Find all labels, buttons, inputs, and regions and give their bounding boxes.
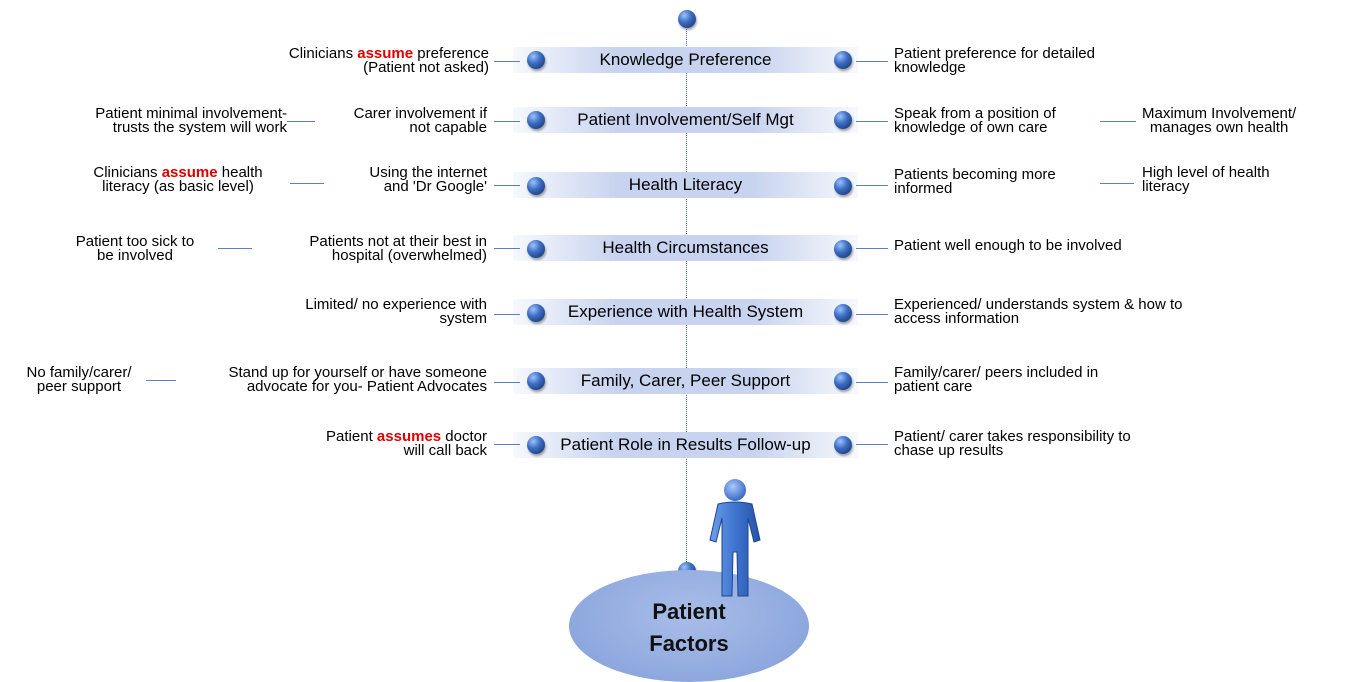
factor-label: Family, Carer, Peer Support	[580, 371, 791, 390]
left-node	[527, 111, 545, 129]
left-node	[527, 372, 545, 390]
left-node	[527, 51, 545, 69]
left-text-1: No family/carer/ peer support	[26, 364, 132, 395]
connector	[1100, 183, 1134, 184]
connector	[856, 314, 888, 315]
left-text-1: Clinicians assume preference (Patient no…	[288, 45, 489, 76]
left-text-1: Limited/ no experience with system	[305, 296, 487, 327]
right-text-1: Speak from a position of knowledge of ow…	[894, 105, 1056, 136]
center-axis-line	[686, 20, 687, 572]
connector	[290, 183, 324, 184]
factor-label: Patient Involvement/Self Mgt	[577, 110, 794, 129]
right-text-1: Family/carer/ peers included in patient …	[894, 364, 1099, 395]
right-node	[834, 51, 852, 69]
connector	[494, 121, 520, 122]
left-text-1: Patient too sick to be involved	[75, 233, 195, 264]
factor-band-health-literacy: Health Literacy	[513, 172, 858, 198]
factor-band-health-circumstances: Health Circumstances	[513, 235, 858, 261]
patient-factors-ellipse: Patient Factors	[569, 570, 809, 682]
connector	[1100, 121, 1136, 122]
factor-band-results-follow-up: Patient Role in Results Follow-up	[513, 432, 858, 458]
right-text-2: Maximum Involvement/ manages own health	[1142, 105, 1297, 136]
connector	[146, 380, 176, 381]
factor-label: Patient Role in Results Follow-up	[560, 435, 811, 454]
left-text-1: Patient minimal involvement- trusts the …	[95, 105, 287, 136]
emphasis-text: assume	[357, 45, 414, 62]
connector	[494, 248, 520, 249]
factor-band-patient-involvement: Patient Involvement/Self Mgt	[513, 107, 858, 133]
right-text-1: Patient well enough to be involved	[894, 237, 1122, 254]
left-text-2: Stand up for yourself or have someone ad…	[228, 364, 488, 395]
right-node	[834, 111, 852, 129]
emphasis-text: assumes	[376, 428, 442, 445]
left-node	[527, 436, 545, 454]
right-text-1: Patient/ carer takes responsibility to c…	[894, 428, 1131, 459]
top-axis-node	[678, 10, 696, 28]
connector	[494, 185, 520, 186]
person-icon	[709, 479, 761, 597]
right-text-2: High level of health literacy	[1142, 164, 1270, 195]
right-node	[834, 436, 852, 454]
left-text-2: Using the internet and 'Dr Google'	[369, 164, 487, 195]
right-node	[834, 240, 852, 258]
connector	[856, 185, 888, 186]
connector	[287, 121, 315, 122]
factor-label: Health Literacy	[628, 175, 743, 194]
right-node	[834, 372, 852, 390]
connector	[856, 248, 888, 249]
right-text-1: Patient preference for detailed knowledg…	[894, 45, 1095, 76]
factor-label: Health Circumstances	[602, 238, 769, 257]
left-text-2: Patients not at their best in hospital (…	[309, 233, 487, 264]
right-text-1: Patients becoming more informed	[894, 166, 1056, 197]
left-text-2: Carer involvement if not capable	[353, 105, 487, 136]
left-node	[527, 240, 545, 258]
factor-band-family-carer-peer: Family, Carer, Peer Support	[513, 368, 858, 394]
connector	[856, 121, 888, 122]
connector	[494, 444, 520, 445]
factor-label: Knowledge Preference	[599, 50, 772, 69]
right-node	[834, 304, 852, 322]
right-node	[834, 177, 852, 195]
connector	[494, 314, 520, 315]
connector	[218, 248, 252, 249]
connector	[856, 444, 888, 445]
left-node	[527, 304, 545, 322]
right-text-1: Experienced/ understands system & how to…	[894, 296, 1183, 327]
factor-band-knowledge-preference: Knowledge Preference	[513, 47, 858, 73]
connector	[494, 382, 520, 383]
connector	[494, 61, 520, 62]
connector	[856, 382, 888, 383]
patient-factors-title: Patient Factors	[649, 599, 729, 656]
factor-band-experience-health-system: Experience with Health System	[513, 299, 858, 325]
left-text-1: Patient assumes doctor will call back	[326, 428, 487, 459]
connector	[856, 61, 888, 62]
left-text-1: Clinicians assume health literacy (as ba…	[93, 164, 263, 195]
left-node	[527, 177, 545, 195]
factor-label: Experience with Health System	[567, 302, 804, 321]
emphasis-text: assume	[161, 164, 218, 181]
